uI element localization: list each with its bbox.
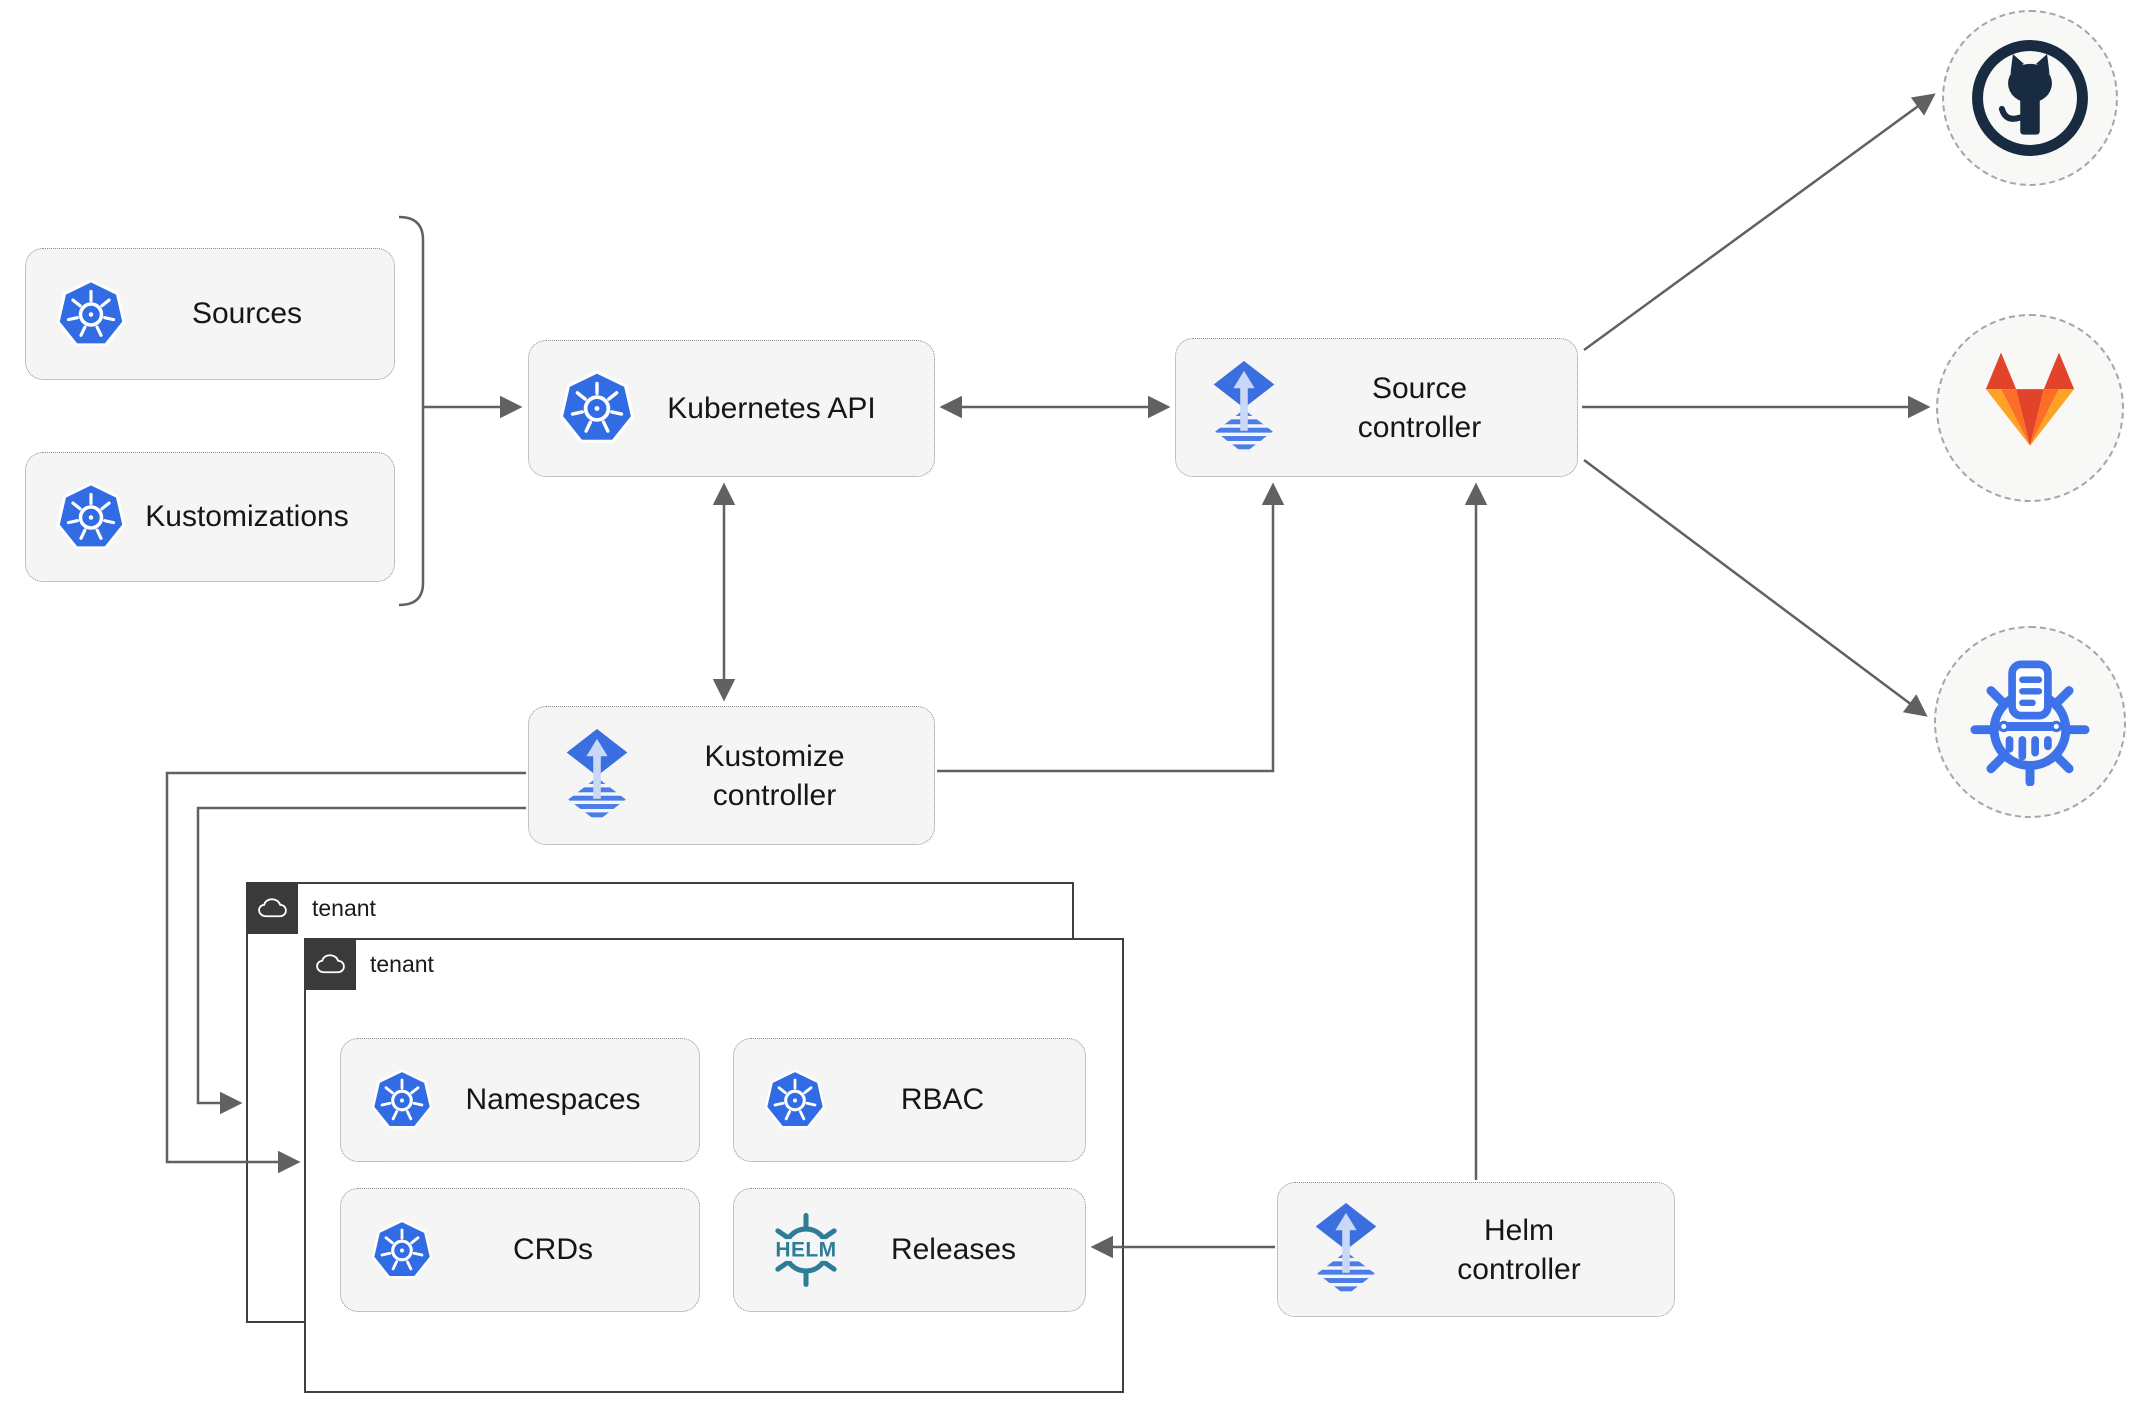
node-rbac: RBAC — [733, 1038, 1086, 1162]
node-namespaces: Namespaces — [340, 1038, 700, 1162]
helm-logo-text: HELM — [775, 1239, 836, 1262]
flux-icon — [559, 729, 635, 823]
node-kustomize-controller: Kustomize controller — [528, 706, 935, 845]
cloud-icon — [314, 953, 347, 975]
node-label: Releases — [890, 1233, 1017, 1266]
tenant-tab — [246, 882, 298, 934]
kustomize-icon — [1966, 658, 2094, 786]
node-source-controller: Source controller — [1175, 338, 1578, 477]
node-helm-controller: Helm controller — [1277, 1182, 1675, 1317]
edge-source-controller-to-github — [1583, 93, 1936, 352]
flux-icon — [1206, 361, 1282, 455]
node-sources: Sources — [25, 248, 395, 380]
helm-icon: HELM — [775, 1213, 837, 1287]
node-label: Source controller — [1357, 371, 1482, 444]
node-kustomizations: Kustomizations — [25, 452, 395, 582]
tenant-group-front: tenant — [304, 938, 1124, 1393]
node-kubernetes-api: Kubernetes API — [528, 340, 935, 477]
gitlab-icon — [1967, 345, 2093, 471]
endpoint-gitlab — [1936, 314, 2124, 502]
node-crds: CRDs — [340, 1188, 700, 1312]
node-label: Namespaces — [465, 1083, 641, 1116]
edge-kustomize-controller-to-source-controller — [937, 482, 1285, 773]
github-icon — [1969, 37, 2091, 159]
kubernetes-icon — [559, 369, 635, 448]
endpoint-kustomize — [1934, 626, 2126, 818]
bracket-sources-kustomizations — [398, 215, 425, 607]
node-label: Kustomizations — [145, 500, 349, 533]
node-label: CRDs — [513, 1233, 593, 1266]
kubernetes-icon — [371, 1068, 433, 1133]
node-label: Kustomize controller — [704, 739, 845, 812]
kubernetes-icon — [764, 1068, 826, 1133]
tenant-label: tenant — [312, 895, 376, 921]
flux-icon — [1308, 1203, 1384, 1297]
kubernetes-icon — [56, 278, 126, 351]
edge-source-controller-to-kustomize — [1583, 458, 1928, 717]
endpoint-github — [1942, 10, 2118, 186]
node-label: Sources — [191, 297, 303, 330]
node-label: RBAC — [900, 1083, 985, 1116]
kubernetes-icon — [56, 481, 126, 554]
node-label: Helm controller — [1457, 1213, 1581, 1286]
tenant-tab — [304, 938, 356, 990]
node-releases: HELM Releases — [733, 1188, 1086, 1312]
tenant-label: tenant — [370, 951, 434, 977]
kubernetes-icon — [371, 1218, 433, 1283]
node-label: Kubernetes API — [667, 391, 876, 425]
cloud-icon — [256, 897, 289, 919]
